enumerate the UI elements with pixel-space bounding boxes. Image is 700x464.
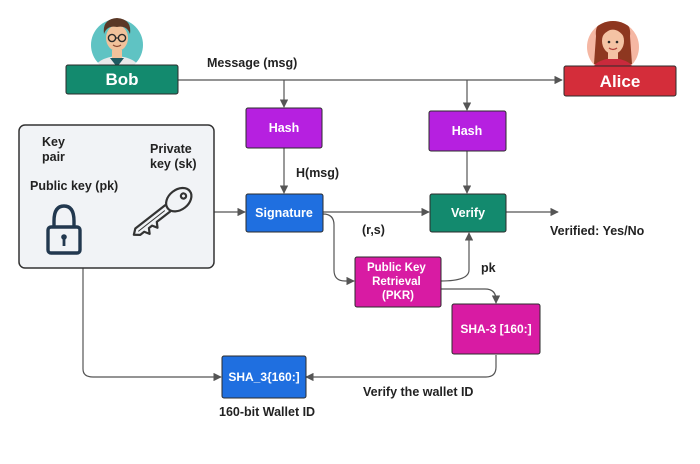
- key-icon: [132, 186, 193, 236]
- sha3-left-label: SHA_3{160:]: [228, 370, 299, 384]
- node-hash-right: Hash: [428, 110, 507, 152]
- alice-label: Alice: [600, 72, 641, 91]
- wallet-id-label: 160-bit Wallet ID: [219, 405, 315, 419]
- message-label: Message (msg): [207, 56, 297, 70]
- hash-right-label: Hash: [452, 124, 483, 138]
- node-alice: Alice: [563, 65, 677, 97]
- hmsg-label: H(msg): [296, 166, 339, 180]
- node-hash-left: Hash: [245, 107, 323, 149]
- edge-sha3-right-left: [305, 355, 497, 382]
- edge-signature-pkr: [322, 213, 355, 286]
- padlock-icon: [46, 204, 82, 255]
- verify-label: Verify: [451, 206, 485, 220]
- hash-left-label: Hash: [269, 121, 300, 135]
- node-signature: Signature: [245, 193, 324, 233]
- verified-label: Verified: Yes/No: [550, 224, 645, 238]
- pkr-label: Public Key Retrieval (PKR): [367, 262, 429, 302]
- edge-labels: Message (msg) H(msg) (r,s) pk Verified: …: [207, 56, 645, 419]
- edge-pkr-sha3: [441, 288, 501, 304]
- bob-label: Bob: [105, 70, 138, 89]
- key-pair-panel: Key pair Private key (sk) Public key (pk…: [18, 124, 215, 269]
- man-avatar-icon: [91, 18, 143, 71]
- rs-label: (r,s): [362, 223, 385, 237]
- pk-label: pk: [481, 261, 496, 275]
- public-key-label: Public key (pk): [30, 179, 118, 193]
- signature-label: Signature: [255, 206, 313, 220]
- edge-pkr-verify: [440, 232, 474, 282]
- private-key-label: Private key (sk): [150, 142, 197, 171]
- node-sha3-left: SHA_3{160:]: [221, 355, 307, 399]
- verify-wallet-label: Verify the wallet ID: [363, 385, 473, 399]
- sha3-right-label: SHA-3 [160:]: [460, 322, 531, 336]
- node-sha3-right: SHA-3 [160:]: [451, 303, 541, 355]
- edge-pk-sha3-left: [82, 258, 222, 382]
- node-pkr: Public Key Retrieval (PKR): [354, 256, 442, 308]
- key-pair-panel-box: [18, 124, 215, 269]
- key-pair-title: Key pair: [42, 135, 68, 164]
- node-verify: Verify: [429, 193, 507, 233]
- node-bob: Bob: [65, 64, 179, 95]
